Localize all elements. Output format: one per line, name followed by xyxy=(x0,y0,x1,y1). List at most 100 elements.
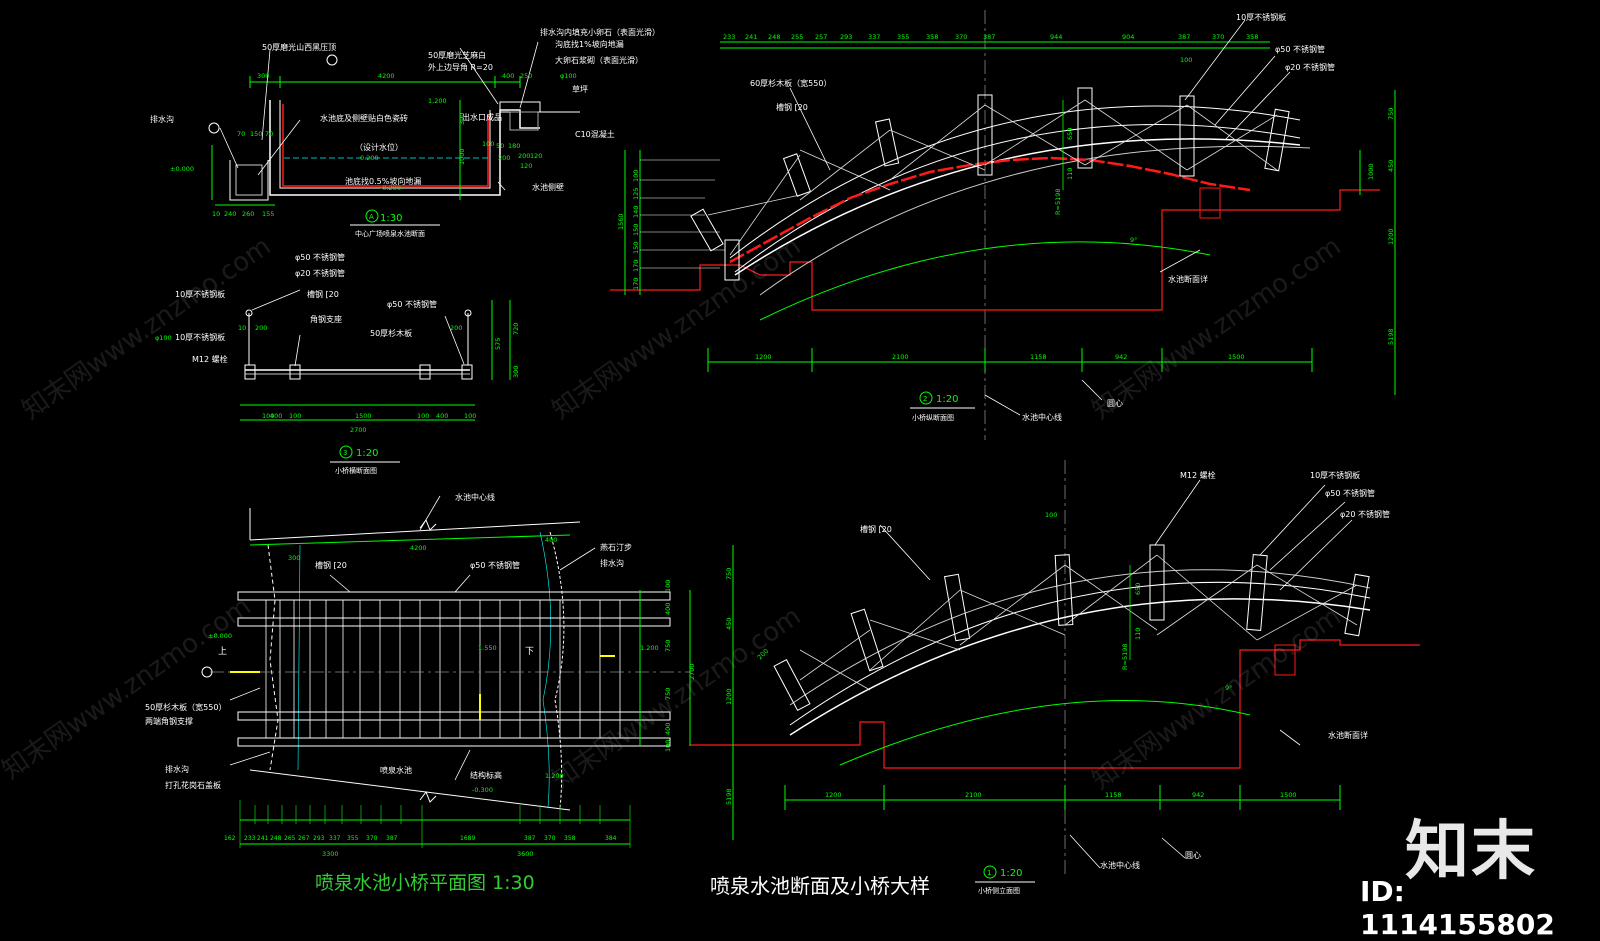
d1-label-8: 出水口成品 xyxy=(462,112,502,122)
d3-misc-1: 9° xyxy=(1130,236,1137,244)
d3-bot-3: 942 xyxy=(1115,353,1127,361)
d1-dim-17: 0.200 xyxy=(360,154,379,162)
plan-title: 喷泉水池小桥平面图 1:30 xyxy=(315,872,535,894)
d3-misc-5: 1000 xyxy=(1367,163,1375,180)
d4-left-1: 450 xyxy=(725,618,733,630)
d3-top-13: 387 xyxy=(1178,33,1190,41)
d2-label-6: 50厚杉木板 xyxy=(370,328,412,338)
d1-label-4: 沟底找1%坡向地漏 xyxy=(555,39,624,49)
plan-dim-22: 400 xyxy=(664,603,672,615)
plan-dim-26: 100 xyxy=(664,740,672,752)
plan-dim-4: 233 xyxy=(244,835,256,842)
plan-dim-13: 387 xyxy=(386,835,398,842)
plan-dim-5: 241 xyxy=(257,835,269,842)
d2-label-8: M12 螺栓 xyxy=(192,354,228,364)
plan-label-13: ±0.000 xyxy=(208,632,232,640)
d3-bot-4: 1500 xyxy=(1228,353,1245,361)
d1-dim-7: 100 xyxy=(482,140,494,148)
plan-dim-18: 384 xyxy=(605,835,617,842)
plan-dim-20: 3600 xyxy=(517,850,534,858)
d4-label-0: M12 螺栓 xyxy=(1180,470,1216,480)
d2-dim-2: 100 xyxy=(289,412,301,420)
plan-dim-12: 370 xyxy=(366,835,378,842)
plan-dim-1: 300 xyxy=(288,554,300,562)
d3-top-12: 904 xyxy=(1122,33,1134,41)
d2-dim-7: 2700 xyxy=(350,426,367,434)
plan-dim-27: 2700 xyxy=(688,663,696,680)
d1-dim-0: 300 xyxy=(257,72,269,80)
d1-label-2: 外上边导角 R=20 xyxy=(428,62,493,72)
d2-dim-1: 400 xyxy=(270,412,282,420)
brand-logo: 知末 xyxy=(1405,815,1537,889)
d2-dim-9: 200 xyxy=(450,324,462,332)
plan-dim-25: 400 xyxy=(664,723,672,735)
plan-dim-7: 265 xyxy=(284,835,296,842)
d2-label-5: 角钢支座 xyxy=(310,314,342,324)
plan-dim-3: 162 xyxy=(224,835,236,842)
d3-label-0: 10厚不锈钢板 xyxy=(1236,12,1286,22)
d1-dim-23: 1,200 xyxy=(428,97,447,105)
d1-name: 中心广场喷泉水池断面 xyxy=(355,229,425,238)
d3-left-0: 170 xyxy=(632,278,640,290)
d3-right-1: 450 xyxy=(1387,160,1395,172)
d3-top-7: 355 xyxy=(897,33,909,41)
d3-scale: 1:20 xyxy=(936,394,958,405)
plan-dim-10: 337 xyxy=(329,835,341,842)
plan-dim-11: 355 xyxy=(347,835,359,842)
d3-top-2: 248 xyxy=(768,33,780,41)
d3-label-6: 水池中心线 xyxy=(1022,412,1062,422)
d1-dim-19: 10 xyxy=(212,210,220,218)
plan-label-16: -0.300 xyxy=(472,786,493,794)
d3-bot-2: 1158 xyxy=(1030,353,1047,361)
d1-label-7: C10混凝土 xyxy=(575,129,615,139)
d2-label-7: 10厚不锈钢板 xyxy=(175,332,225,342)
brand-id: ID: 1114155802 xyxy=(1360,875,1555,941)
d3-left-5: 125 xyxy=(632,188,640,200)
plan-label-0: 水池中心线 xyxy=(455,492,495,502)
d3-label-7: 圆心 xyxy=(1107,399,1123,408)
d4-bot-0: 1200 xyxy=(825,791,842,799)
d2-label-2: 10厚不锈钢板 xyxy=(175,289,225,299)
d3-misc-2: R=5198 xyxy=(1054,188,1062,215)
d4-misc-2: 9° xyxy=(1225,684,1232,692)
d1-label-10: （设计水位） xyxy=(355,142,403,152)
d3-left-1: 170 xyxy=(632,260,640,272)
d3-right-3: 5198 xyxy=(1387,328,1395,345)
d1-dim-10: 180 xyxy=(508,142,520,150)
plan-label-9: 排水沟 xyxy=(165,764,189,774)
d4-bot-3: 942 xyxy=(1192,791,1204,799)
d4-misc-5: 110 xyxy=(1134,628,1142,640)
d2-label-0: φ50 不锈钢管 xyxy=(295,252,345,262)
d4-label-2: φ50 不锈钢管 xyxy=(1325,488,1375,498)
d1-dim-20: 240 xyxy=(224,210,236,218)
plan-bridge: 水池中心线 槽钢 [20 φ50 不锈钢管 燕石汀步 排水沟 上 下 50厚杉木… xyxy=(145,492,696,858)
d1-dim-16: ±0.000 xyxy=(170,165,194,173)
d3-top-5: 293 xyxy=(840,33,852,41)
d1-scale: 1:30 xyxy=(380,213,402,224)
d3-label-3: 60厚杉木板（宽550） xyxy=(750,78,831,88)
d1-dim-15: 300 xyxy=(458,113,466,125)
d4-marker: 1 xyxy=(987,869,991,877)
d4-left-3: 5198 xyxy=(725,788,733,805)
plan-dim-24: 750 xyxy=(664,688,672,700)
d3-label-5: 水池断面详 xyxy=(1168,274,1208,284)
d3-top-15: 358 xyxy=(1246,33,1258,41)
d4-bot-4: 1500 xyxy=(1280,791,1297,799)
d1-dim-3: 250 xyxy=(520,72,532,80)
plan-label-11: 喷泉水池 xyxy=(380,765,412,775)
d3-top-4: 257 xyxy=(815,33,827,41)
d3-left-2: 150 xyxy=(632,242,640,254)
d3-left-6: 100 xyxy=(632,170,640,182)
plan-dim-19: 3300 xyxy=(322,850,339,858)
d2-dim-3: 1500 xyxy=(355,412,372,420)
d3-top-14: 370 xyxy=(1212,33,1224,41)
d3-label-1: φ50 不锈钢管 xyxy=(1275,44,1325,54)
d2-marker: 3 xyxy=(343,449,347,457)
plan-dim-23: 750 xyxy=(664,640,672,652)
plan-label-5: 上 xyxy=(218,646,227,657)
d2-dim-6: 100 xyxy=(464,412,476,420)
plan-label-1: 槽钢 [20 xyxy=(315,560,347,570)
d1-dim-8: 200 xyxy=(518,152,530,160)
